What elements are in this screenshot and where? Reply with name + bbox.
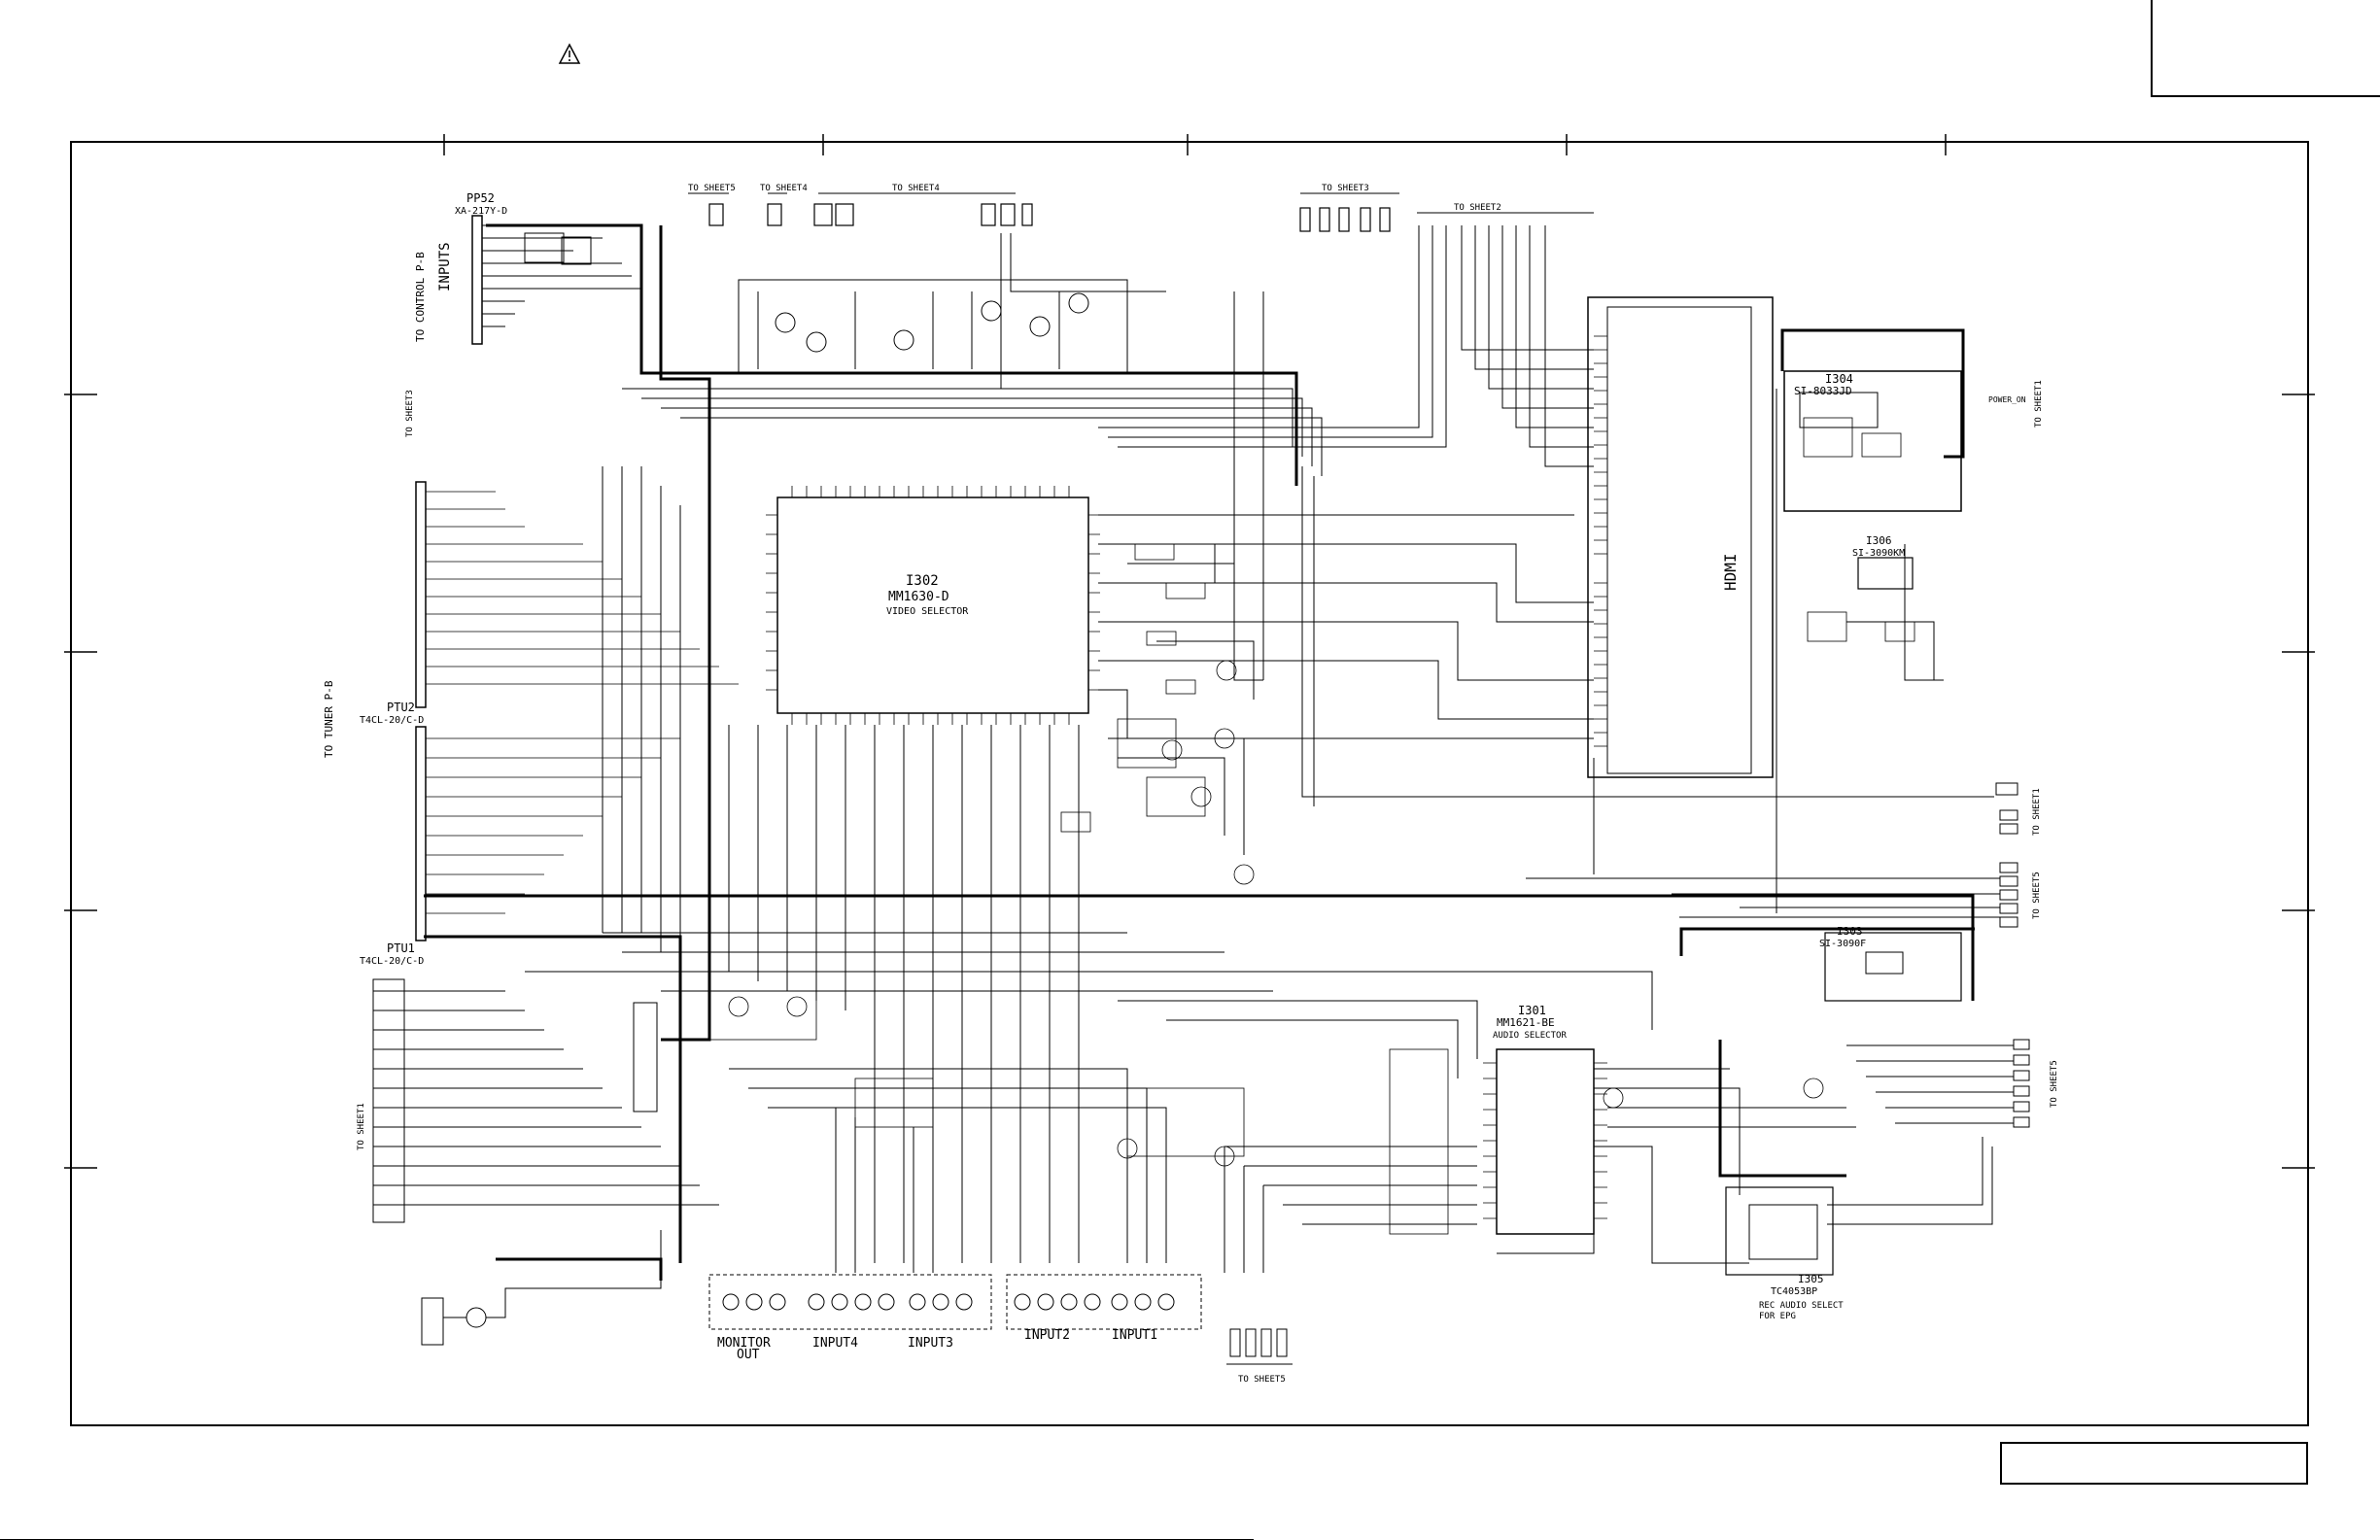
signal-wiring	[525, 233, 1994, 1273]
i305-func: REC AUDIO SELECT	[1759, 1301, 1844, 1311]
hdmi-outer	[1587, 296, 1774, 778]
rca-jacks	[722, 1293, 1175, 1311]
i305-func2: FOR EPG	[1759, 1312, 1796, 1321]
i303-ref: I303	[1837, 925, 1863, 938]
pp52-part: XA-217Y-D	[455, 206, 507, 217]
grid-ticks	[64, 134, 2315, 1169]
i301-func: AUDIO SELECTOR	[1493, 1031, 1567, 1041]
ptu1-part: T4CL-20/C-D	[360, 956, 424, 967]
bottom-left-transistor	[421, 1230, 662, 1346]
ref-to-sheet2: TO SHEET2	[1454, 203, 1501, 213]
i303-part: SI-3090F	[1819, 939, 1866, 949]
i306-part: SI-3090KM	[1852, 548, 1905, 559]
jack-input4: INPUT4	[812, 1336, 858, 1351]
i305-frame	[1725, 1186, 1834, 1276]
i303-frame	[1824, 932, 1962, 1002]
i304-body	[1799, 392, 1879, 428]
i301-part: MM1621-BE	[1497, 1016, 1555, 1029]
jack-input1: INPUT1	[1112, 1328, 1157, 1343]
right-to-sheet1b: TO SHEET1	[2032, 788, 2042, 836]
jack-input3: INPUT3	[908, 1336, 953, 1351]
ref-to-sheet4: TO SHEET4	[760, 184, 808, 193]
power-bus	[424, 223, 1975, 1281]
hdmi-pins	[1594, 335, 1607, 747]
hdmi-label: HDMI	[1721, 553, 1740, 591]
top-pins-sheet2	[1418, 225, 1546, 249]
warning-icon	[558, 43, 581, 64]
ptu1-ref: PTU1	[387, 941, 415, 955]
ptu1-connector	[415, 726, 680, 941]
inputs-label: INPUTS	[437, 242, 453, 291]
jack-block-left	[708, 1274, 992, 1330]
to-tuner-label: TO TUNER P-B	[323, 680, 335, 758]
sheet-frame	[70, 141, 2309, 1426]
i305-part: TC4053BP	[1771, 1286, 1817, 1297]
i306-body	[1857, 557, 1914, 590]
to-sheet3-left: TO SHEET3	[405, 390, 415, 437]
ref-to-sheet5-bottom: TO SHEET5	[1238, 1375, 1286, 1385]
right-to-sheet5: TO SHEET5	[2032, 872, 2042, 919]
ref-to-sheet3: TO SHEET3	[1322, 184, 1369, 193]
title-block-corner	[2151, 0, 2380, 97]
power-on-label: POWER_ON	[1988, 395, 2026, 404]
left-lower-connector	[372, 978, 719, 1223]
jack-block-right	[1006, 1274, 1202, 1330]
component-clusters	[679, 417, 1915, 1235]
jack-input2: INPUT2	[1024, 1328, 1070, 1343]
to-control-label: TO CONTROL P-B	[414, 252, 427, 342]
ref-to-sheet4b: TO SHEET4	[892, 184, 940, 193]
right-bus	[1526, 782, 2018, 928]
title-block	[2000, 1442, 2308, 1485]
i301-pins	[1483, 1062, 1607, 1219]
bottom-connector	[1226, 1328, 1293, 1365]
ptu2-connector	[415, 481, 739, 708]
pp52-connector	[471, 215, 641, 345]
right-lower-connector	[1846, 1039, 2030, 1128]
i304-ref: I304	[1825, 372, 1853, 386]
i302-pins	[766, 486, 1100, 725]
i306-ref: I306	[1866, 534, 1892, 547]
i302-func: VIDEO SELECTOR	[886, 606, 969, 617]
right-to-sheet1: TO SHEET1	[2034, 380, 2044, 428]
transistor-cluster-top	[738, 279, 1128, 374]
ptu2-ref: PTU2	[387, 701, 415, 714]
i303-body	[1865, 951, 1904, 975]
i305-body	[1748, 1204, 1818, 1260]
pp52-ref: PP52	[466, 191, 495, 205]
i304-frame	[1783, 370, 1962, 512]
jack-monitor-out: MONITOR	[717, 1336, 771, 1351]
right-to-sheet5b: TO SHEET5	[2050, 1060, 2059, 1108]
hdmi-inner	[1606, 306, 1752, 774]
ptu2-part: T4CL-20/C-D	[360, 715, 424, 726]
i302-ref: I302	[906, 573, 939, 589]
jack-monitor-out2: OUT	[737, 1348, 760, 1362]
i305-ref: I305	[1798, 1273, 1824, 1285]
i301-ref: I301	[1518, 1004, 1546, 1017]
ref-to-sheet5: TO SHEET5	[688, 184, 736, 193]
i302-part: MM1630-D	[888, 590, 949, 604]
i301-body	[1496, 1048, 1595, 1235]
i302-body	[776, 496, 1089, 714]
i304-part: SI-8033JD	[1794, 385, 1852, 397]
left-to-sheet1: TO SHEET1	[357, 1103, 366, 1150]
